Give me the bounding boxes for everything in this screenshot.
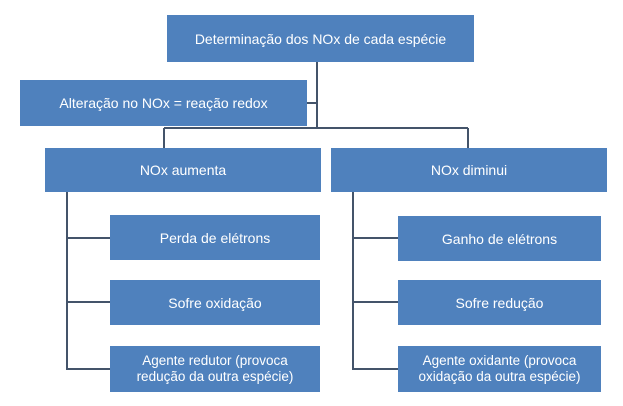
branch-node-nox-aumenta: NOx aumenta [45,148,321,192]
leaf-node-sofre-oxidacao: Sofre oxidação [110,280,320,325]
leaf-node-sofre-reducao: Sofre redução [398,280,601,325]
leaf-node-agente-redutor: Agente redutor (provoca redução da outra… [110,346,320,392]
connector-left-spine [66,192,110,370]
branch-node-nox-diminui: NOx diminui [331,148,607,192]
assistant-node: Alteração no NOx = reação redox [20,80,307,126]
leaf-node-perda-eletrons: Perda de elétrons [110,215,320,260]
leaf-node-agente-oxidante: Agente oxidante (provoca oxidação da out… [398,346,601,392]
connector-right-spine [352,192,398,370]
leaf-node-ganho-eletrons: Ganho de elétrons [398,216,601,261]
root-node: Determinação dos NOx de cada espécie [167,15,474,62]
